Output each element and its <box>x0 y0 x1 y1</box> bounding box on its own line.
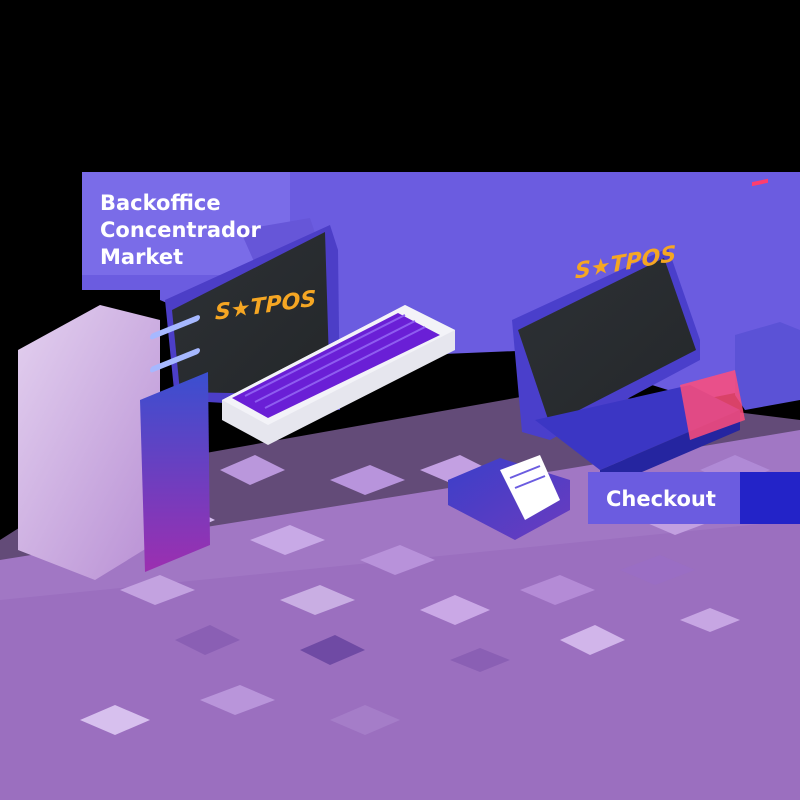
checkout-label: Checkout <box>606 487 716 511</box>
backoffice-label-line-1: Backoffice <box>100 191 221 215</box>
keyboard <box>222 305 455 445</box>
backoffice-label-line-2: Concentrador <box>100 218 261 242</box>
backoffice-label-line-3: Market <box>100 245 184 269</box>
backoffice-label: Backoffice Concentrador Market <box>100 190 261 271</box>
side-box <box>680 178 800 440</box>
checkout-label-box <box>588 472 800 524</box>
server-pedestal <box>18 305 160 580</box>
server-tower <box>140 315 210 572</box>
receipt-printer <box>448 455 570 540</box>
